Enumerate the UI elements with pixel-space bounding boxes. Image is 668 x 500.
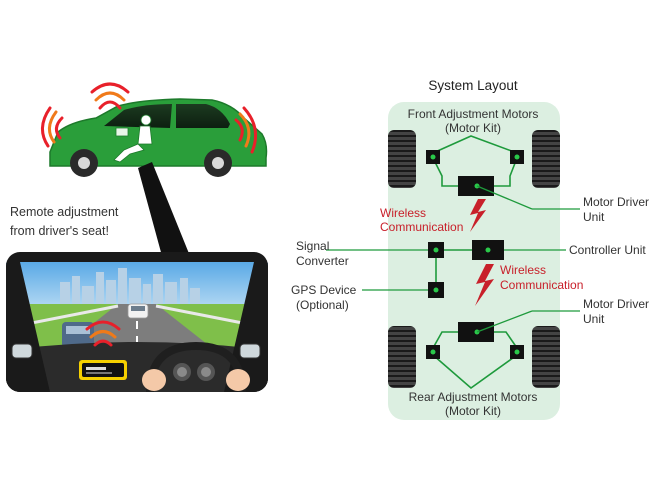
- central-wiring: [435, 249, 472, 282]
- wireless-rear-label: Wireless: [500, 263, 546, 277]
- cabin-view: [6, 252, 268, 392]
- wifi-signal-icon: [234, 106, 258, 154]
- rear-motor-wiring: [432, 331, 518, 390]
- system-layout-title: System Layout: [428, 78, 518, 93]
- motor-driver-front-label: Motor Driver: [583, 195, 649, 209]
- side-mirror-left: [11, 343, 33, 359]
- signal-converter-label: Signal: [296, 239, 329, 253]
- tire-front-right: [532, 130, 560, 188]
- wireless-front-sublabel: Communication: [380, 220, 463, 234]
- signal-converter-sublabel: Converter: [296, 254, 349, 268]
- motor-driver-rear-sublabel: Unit: [583, 312, 605, 326]
- front-motor-driver-unit: [458, 176, 494, 196]
- tire-front-left: [388, 130, 416, 188]
- front-motors-sublabel: (Motor Kit): [445, 121, 501, 135]
- side-mirror-right: [239, 343, 261, 359]
- controller-unit: [472, 240, 504, 260]
- front-left-motor: [426, 150, 440, 164]
- gps-device: [428, 282, 444, 298]
- zoom-pointer: [138, 162, 190, 256]
- hand-left: [142, 369, 166, 391]
- wifi-signal-icon: [90, 82, 130, 110]
- front-right-motor: [510, 150, 524, 164]
- rear-right-motor: [510, 345, 524, 359]
- front-motor-wiring: [432, 135, 518, 187]
- car-ahead-white: [127, 303, 149, 319]
- steering-wheel-icon: [146, 341, 246, 392]
- wireless-bolt-icon: [470, 199, 486, 232]
- tire-rear-right: [532, 326, 560, 388]
- motor-driver-rear-label: Motor Driver: [583, 297, 649, 311]
- gps-device-label: GPS Device: [291, 283, 357, 297]
- front-motors-label: Front Adjustment Motors: [408, 107, 539, 121]
- rear-motors-sublabel: (Motor Kit): [445, 404, 501, 418]
- chassis-panel: [388, 102, 560, 420]
- wireless-rear-sublabel: Communication: [500, 278, 583, 292]
- rear-motors-label: Rear Adjustment Motors: [409, 390, 538, 404]
- rear-left-motor: [426, 345, 440, 359]
- wifi-signal-icon: [85, 320, 121, 347]
- signal-converter: [428, 242, 444, 258]
- car-windows: [104, 104, 172, 128]
- tire-rear-left: [388, 326, 416, 388]
- driver-figure-icon: [113, 114, 153, 163]
- car-illustration: [41, 82, 268, 177]
- motor-driver-front-sublabel: Unit: [583, 210, 605, 224]
- wireless-bolt-icon: [475, 264, 494, 306]
- gps-device-sublabel: (Optional): [296, 298, 349, 312]
- controller-device: [79, 360, 127, 380]
- caption-line2: from driver's seat!: [10, 224, 109, 238]
- wireless-front-label: Wireless: [380, 206, 426, 220]
- rear-motor-driver-unit: [458, 322, 494, 342]
- caption-line1: Remote adjustment: [10, 205, 119, 219]
- hand-right: [226, 369, 250, 391]
- callout-lines: [326, 185, 580, 333]
- city-skyline: [60, 268, 200, 304]
- wifi-signal-icon: [41, 106, 64, 148]
- controller-unit-label: Controller Unit: [569, 243, 646, 257]
